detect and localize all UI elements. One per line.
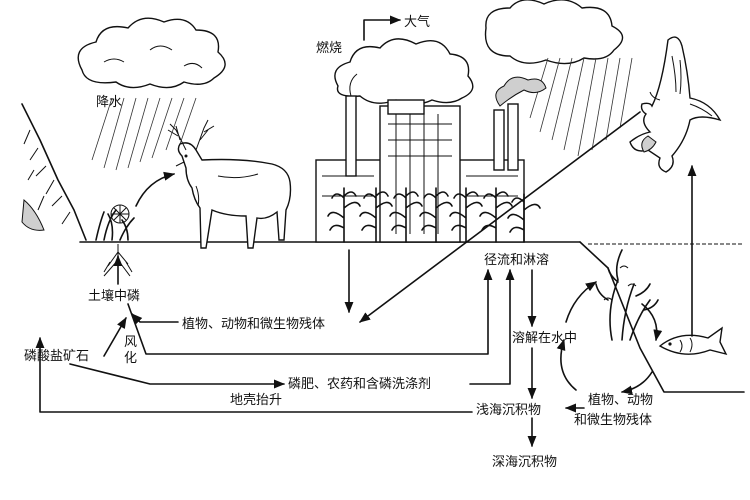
- arrow-rock-to-fertilizer: [69, 363, 286, 389]
- corn-icon: [449, 187, 483, 243]
- arrow-cycle-left: [556, 338, 577, 391]
- mountain-icon: [21, 103, 87, 241]
- label-deep-sea-sediment: 深海沉积物: [492, 455, 557, 470]
- arrow-cycle-top: [565, 281, 597, 323]
- arrow-remains-to-soil: [131, 313, 179, 325]
- label-atmosphere: 大气: [404, 14, 430, 30]
- eagle-icon: [629, 36, 722, 173]
- cloud-icon: [77, 17, 226, 89]
- corn-icon: [389, 187, 423, 243]
- corn-icon: [507, 193, 541, 243]
- arrow-eagle-to-remains: [359, 111, 641, 323]
- label-crustal-uplift: 地壳抬升: [230, 393, 282, 408]
- label-marine-remains-line1: 植物、动物: [588, 393, 653, 408]
- corn-icon: [359, 187, 393, 243]
- arrow-fertilizer-to-runoff: [469, 268, 515, 385]
- arrow-grass-to-deer: [135, 171, 176, 207]
- arrow-crustal-uplift: [35, 336, 473, 413]
- label-runoff-leaching: 径流和淋溶: [484, 253, 549, 268]
- rain-left: [91, 97, 197, 171]
- fish-icon: [658, 326, 728, 356]
- arrow-cycle-bottom: [620, 371, 653, 395]
- label-plant-animal-microbe-remains: 植物、动物和微生物残体: [182, 317, 325, 332]
- label-precipitation: 降水: [96, 95, 122, 110]
- arrow-rock-to-soil: [103, 317, 127, 357]
- corn-row: [327, 187, 541, 243]
- label-dissolved-in-water: 溶解在水中: [512, 331, 577, 346]
- corn-icon: [419, 187, 453, 243]
- label-marine-remains-line2: 和微生物残体: [574, 413, 652, 428]
- label-shallow-sea-sediment: 浅海沉积物: [476, 403, 541, 418]
- rain-right: [529, 57, 633, 157]
- deer-icon: [167, 119, 292, 249]
- seaweed-icon: [595, 249, 659, 341]
- arrow-cycle-right: [641, 303, 663, 342]
- grass-icon: [95, 204, 135, 241]
- label-weathering-2: 化: [124, 351, 137, 366]
- arrow-soil-to-runoff: [127, 268, 493, 355]
- sea-slope: [579, 241, 745, 393]
- corn-icon: [327, 187, 361, 243]
- factory-icon: [315, 73, 547, 243]
- label-soil-phosphorus: 土壤中磷: [88, 288, 140, 304]
- arrow-combustion-to-atmosphere: [363, 15, 402, 41]
- label-combustion: 燃烧: [316, 40, 342, 56]
- cloud-icon: [334, 38, 474, 105]
- label-phosphate-rock: 磷酸盐矿石: [24, 349, 89, 364]
- label-weathering-1: 风: [124, 335, 137, 350]
- cloud-icon: [484, 0, 624, 65]
- label-fertilizer-pesticide-detergent: 磷肥、农药和含磷洗涤剂: [288, 376, 431, 392]
